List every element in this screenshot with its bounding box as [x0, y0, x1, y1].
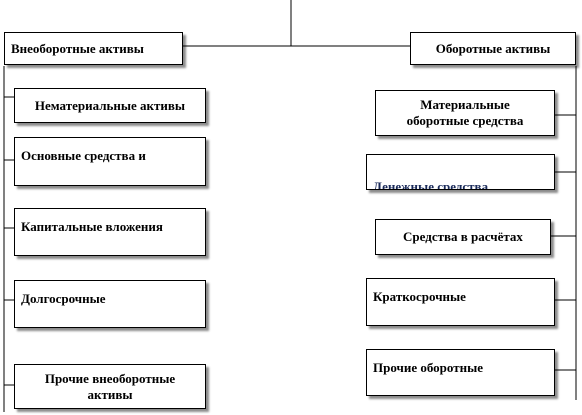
- left-item-intangible-assets: Нематериальные активы: [14, 88, 206, 123]
- left-item-label: Нематериальные активы: [34, 97, 186, 113]
- left-item-label: Долгосрочные: [21, 291, 106, 306]
- right-item-label: Материальные оборотные средства: [406, 97, 524, 128]
- right-item-receivables: Средства в расчётах: [375, 219, 551, 255]
- left-item-label: Прочие внеоборотные активы: [44, 370, 176, 402]
- right-item-label: Краткосрочные: [373, 289, 466, 304]
- right-item-other-current: Прочие оборотные: [366, 349, 555, 396]
- right-item-label: Средства в расчётах: [403, 229, 523, 244]
- left-item-label: Капитальные вложения: [21, 219, 163, 234]
- right-item-label: Прочие оборотные: [373, 360, 484, 375]
- right-item-cash: Денежные средства: [366, 154, 555, 190]
- right-item-material-current-assets: Материальные оборотные средства: [375, 90, 555, 136]
- right-item-short-term: Краткосрочные: [366, 278, 555, 326]
- noncurrent-assets-header-label: Внеоборотные активы: [11, 40, 144, 56]
- noncurrent-assets-header: Внеоборотные активы: [4, 32, 183, 65]
- left-item-capital-investments: Капитальные вложения: [14, 208, 206, 256]
- left-item-long-term: Долгосрочные: [14, 280, 206, 328]
- current-assets-header-label: Оборотные активы: [435, 40, 551, 56]
- left-item-label: Основные средства и: [21, 148, 146, 163]
- left-item-other-noncurrent: Прочие внеоборотные активы: [14, 364, 206, 409]
- left-item-fixed-assets: Основные средства и: [14, 137, 206, 186]
- current-assets-header: Оборотные активы: [410, 32, 576, 65]
- right-item-label: Денежные средства: [373, 179, 489, 190]
